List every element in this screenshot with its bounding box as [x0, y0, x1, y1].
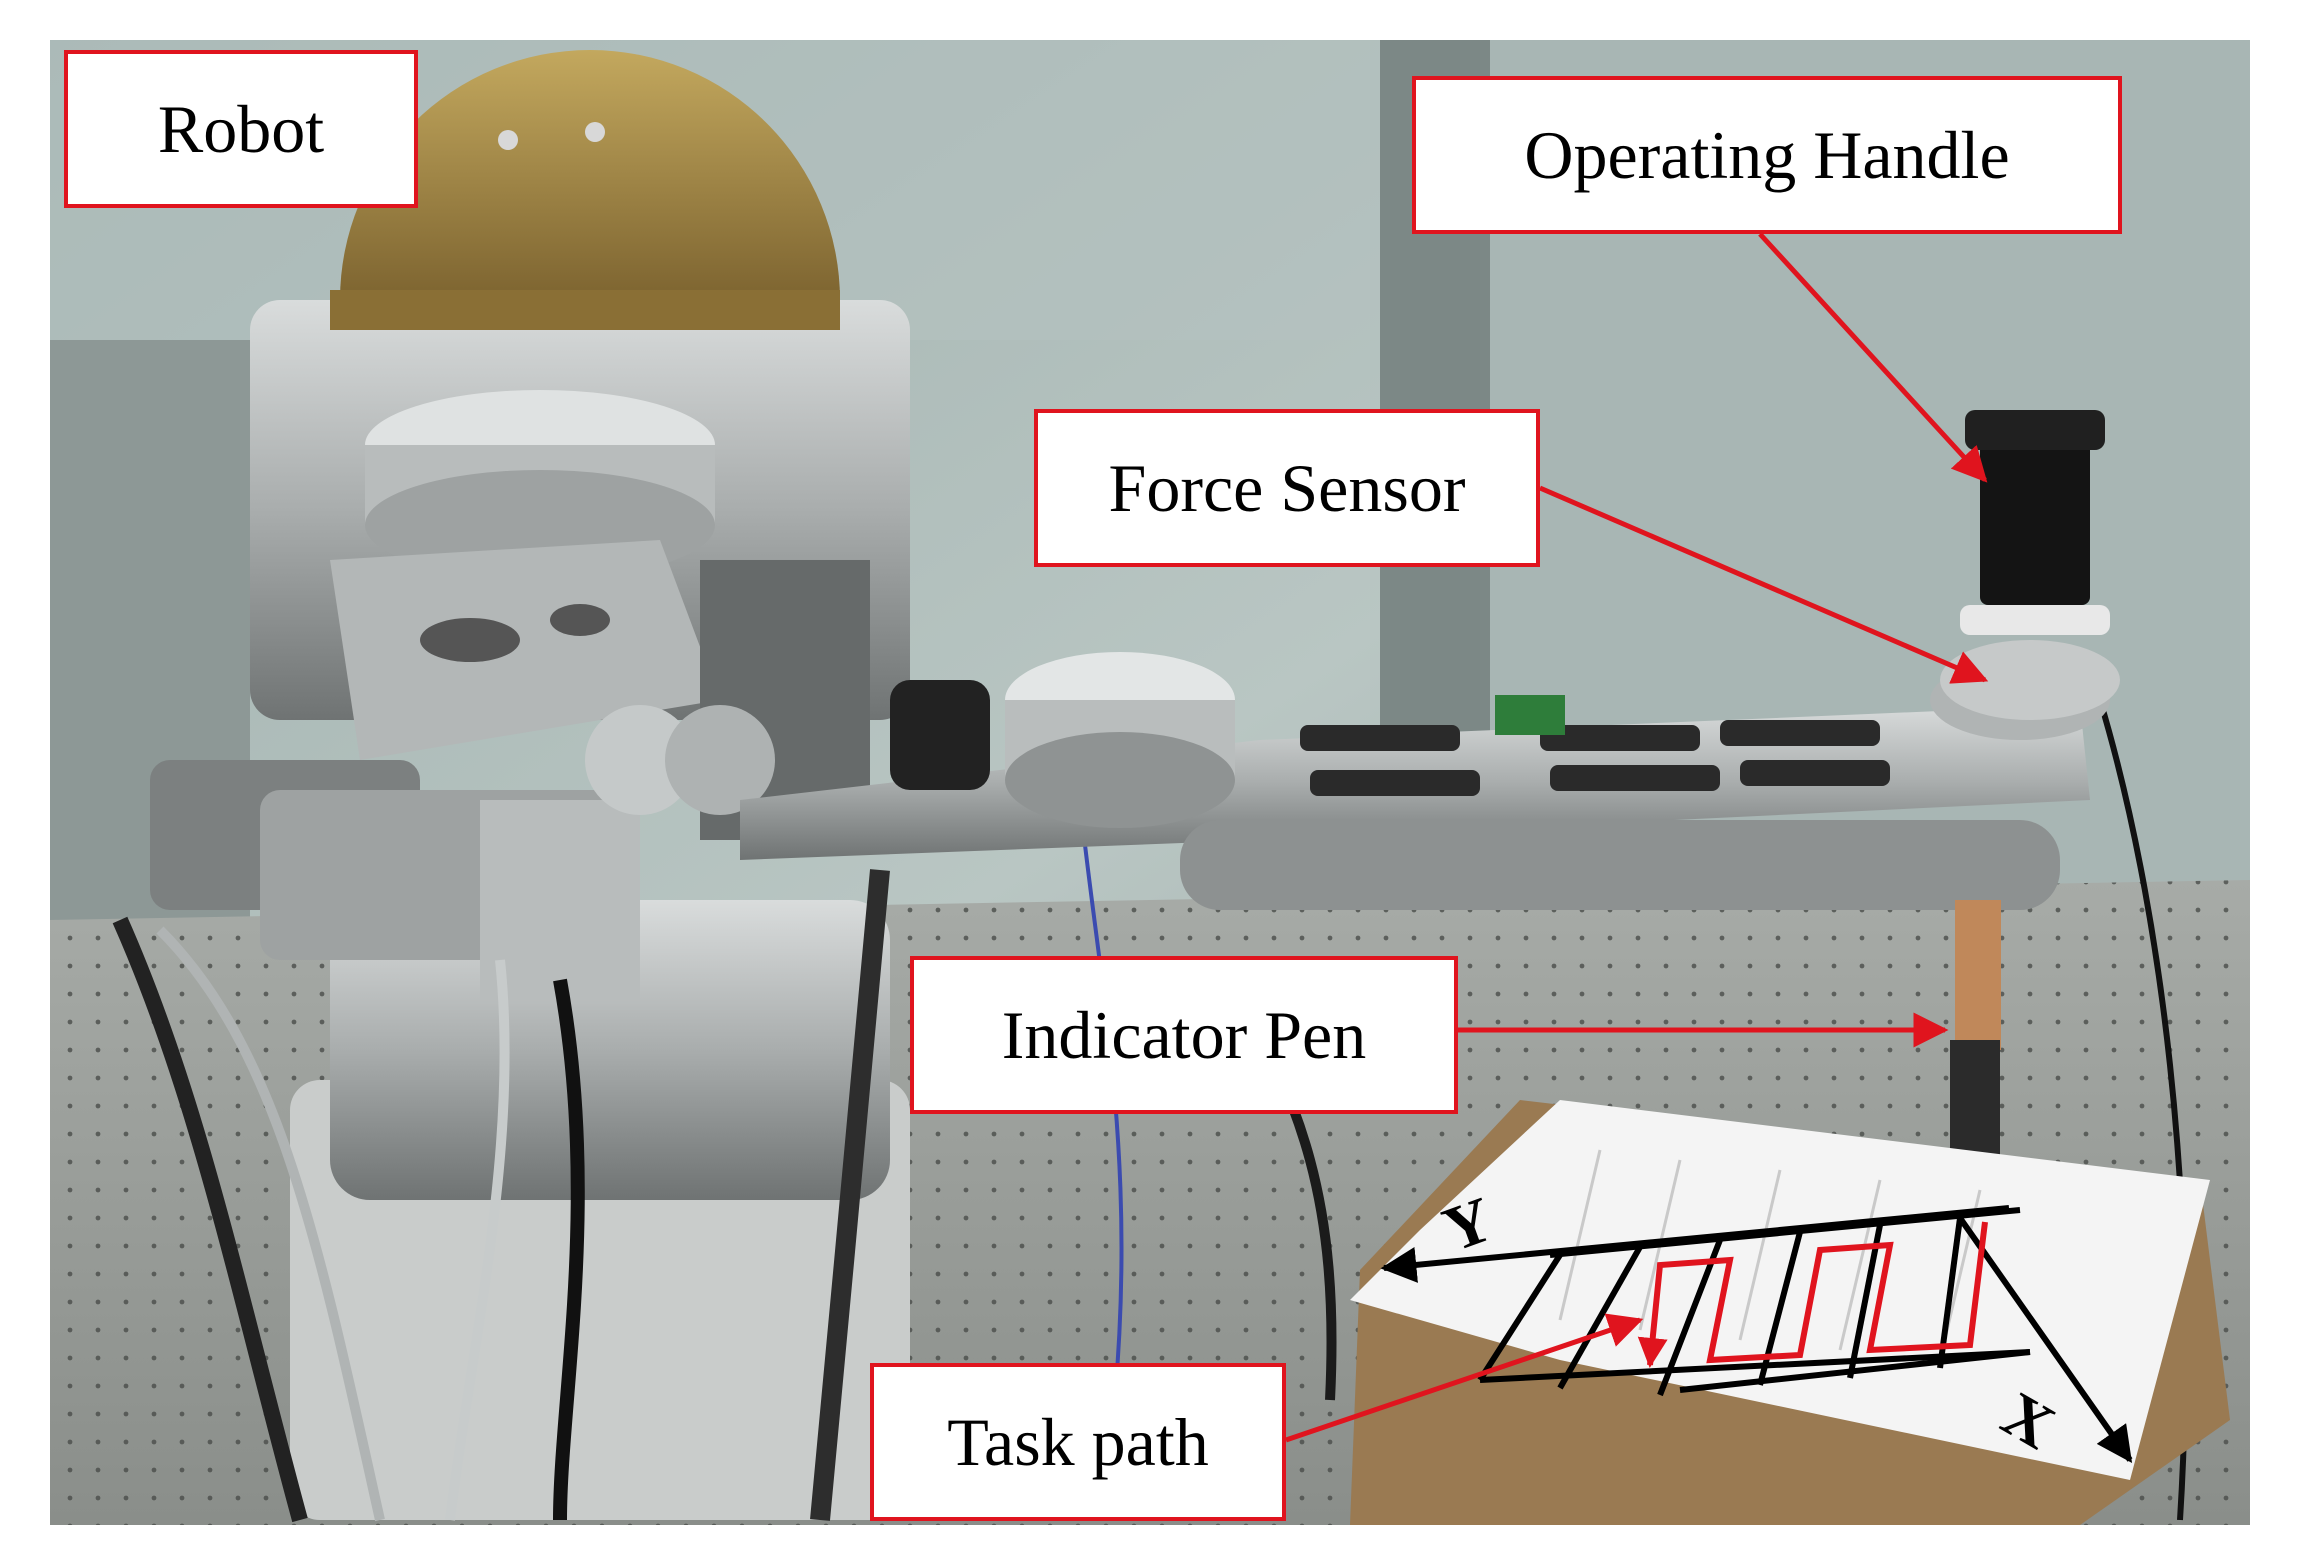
robot-label: Robot	[64, 50, 418, 208]
task-path-label: Task path	[870, 1363, 1286, 1521]
operating-handle-label: Operating Handle	[1412, 76, 2122, 234]
indicator-pen-label: Indicator Pen	[910, 956, 1458, 1114]
force-sensor-label: Force Sensor	[1034, 409, 1540, 567]
arrow-task-path	[1285, 1313, 1644, 1443]
arrow-operating-handle	[1758, 232, 1988, 483]
task-path-label-text: Task path	[947, 1403, 1209, 1480]
arrow-force-sensor	[1539, 485, 1989, 684]
task-paper	[1350, 1100, 2230, 1525]
force-sensor-label-text: Force Sensor	[1108, 449, 1466, 526]
task-grid	[1380, 1205, 2133, 1463]
annotation-arrows	[1285, 232, 1989, 1443]
end-effector	[1940, 410, 2120, 1210]
task-path-line	[1637, 1221, 1988, 1368]
operating-handle-label-text: Operating Handle	[1524, 116, 2010, 193]
cables	[112, 699, 2189, 1523]
indicator-pen-label-text: Indicator Pen	[1001, 996, 1367, 1073]
robot-body	[150, 50, 910, 1520]
robot-label-text: Robot	[157, 90, 325, 167]
